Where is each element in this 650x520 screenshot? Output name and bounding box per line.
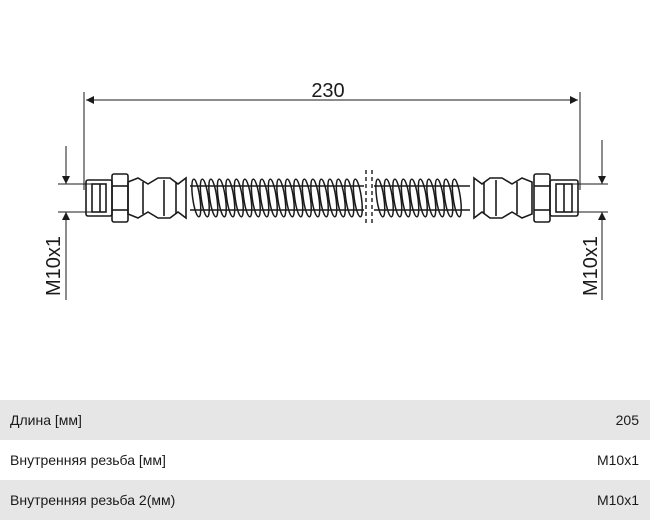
coil-turn — [344, 178, 355, 218]
coil-turn — [443, 178, 454, 218]
spec-value: M10x1 — [596, 492, 639, 508]
length-label: 230 — [311, 80, 344, 102]
coil-turn — [392, 178, 403, 218]
break-marks — [365, 170, 373, 226]
spec-row-thread-2: Внутренняя резьба 2(мм) M10x1 — [0, 480, 650, 520]
right-thread-dimension — [570, 140, 608, 300]
coil-turn — [293, 178, 304, 218]
spec-value: M10x1 — [596, 452, 639, 468]
coil-turn — [375, 178, 386, 218]
coil-turn — [400, 178, 411, 218]
coil-turn — [409, 178, 420, 218]
spec-row-thread-1: Внутренняя резьба [мм] M10x1 — [0, 440, 650, 480]
coil-turn — [301, 178, 312, 218]
coil-turn — [250, 178, 261, 218]
spec-table: Длина [мм] 205 Внутренняя резьба [мм] M1… — [0, 400, 650, 520]
spec-row-length: Длина [мм] 205 — [0, 400, 650, 440]
coil-turn — [434, 178, 445, 218]
coil-turn — [451, 178, 462, 218]
brake-hose-drawing: 230 M10x1 M10x1 — [43, 80, 608, 300]
coil-turn — [233, 178, 244, 218]
spec-label: Внутренняя резьба 2(мм) — [10, 492, 176, 508]
coil-turn — [426, 178, 437, 218]
coil-turn — [242, 178, 253, 218]
coil-turn — [225, 178, 236, 218]
coil-turn — [208, 178, 219, 218]
coil-turn — [335, 178, 346, 218]
coil-turn — [191, 178, 202, 218]
spec-value: 205 — [615, 412, 639, 428]
length-dimension — [83, 92, 581, 190]
coil-turn — [383, 178, 394, 218]
coil-turn — [267, 178, 278, 218]
spiral-guard-right — [375, 178, 462, 218]
spec-label: Внутренняя резьба [мм] — [10, 452, 166, 468]
coil-turn — [318, 178, 329, 218]
spec-label: Длина [мм] — [10, 412, 82, 428]
right-thread-label: M10x1 — [580, 236, 602, 296]
coil-turn — [417, 178, 428, 218]
coil-turn — [259, 178, 270, 218]
coil-turn — [284, 178, 295, 218]
coil-turn — [276, 178, 287, 218]
right-fitting — [473, 173, 579, 223]
coil-turn — [199, 178, 210, 218]
coil-turn — [310, 178, 321, 218]
spiral-guard-left — [191, 178, 363, 218]
coil-turn — [327, 178, 338, 218]
coil-turn — [216, 178, 227, 218]
left-fitting — [85, 173, 187, 223]
coil-turn — [352, 178, 363, 218]
left-thread-label: M10x1 — [43, 236, 65, 296]
